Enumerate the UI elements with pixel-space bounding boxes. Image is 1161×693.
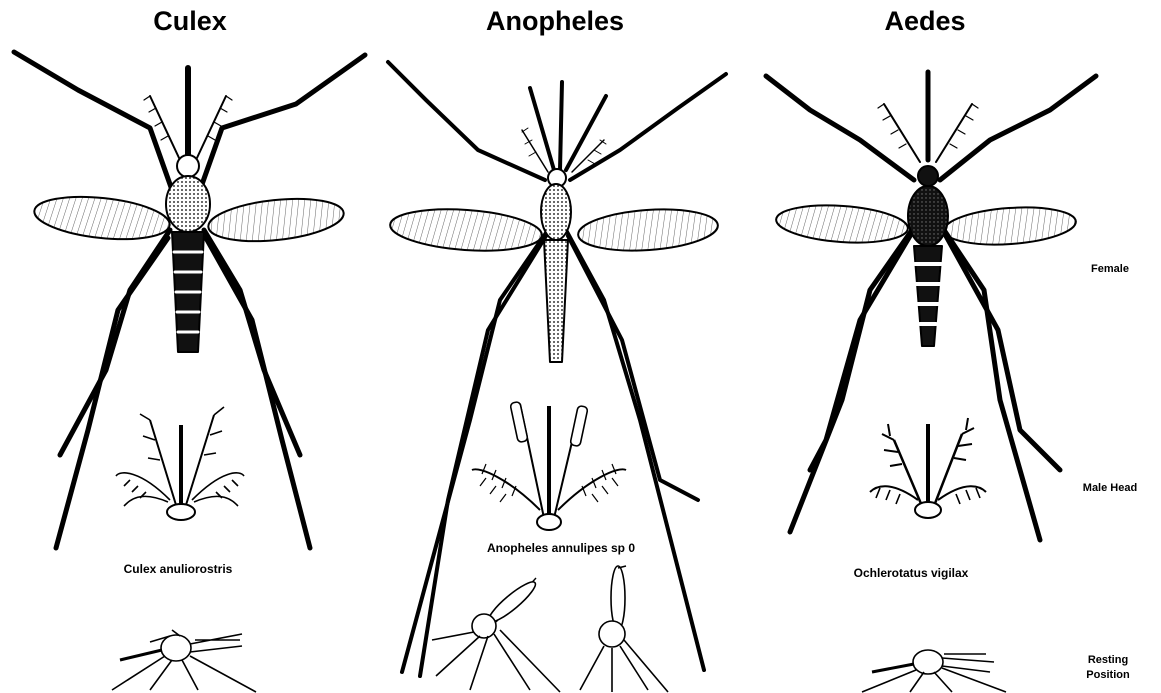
anopheles-male-head-drawing: [472, 401, 626, 530]
culex-resting-drawing: [112, 630, 256, 692]
aedes-male-head-drawing: [870, 418, 986, 518]
culex-male-head-drawing: [116, 407, 244, 520]
aedes-female-drawing: [766, 72, 1096, 540]
aedes-resting-drawing: [862, 650, 1006, 692]
anopheles-resting-drawing: [432, 566, 668, 692]
culex-female-drawing: [14, 52, 365, 548]
anopheles-female-drawing: [388, 62, 726, 676]
